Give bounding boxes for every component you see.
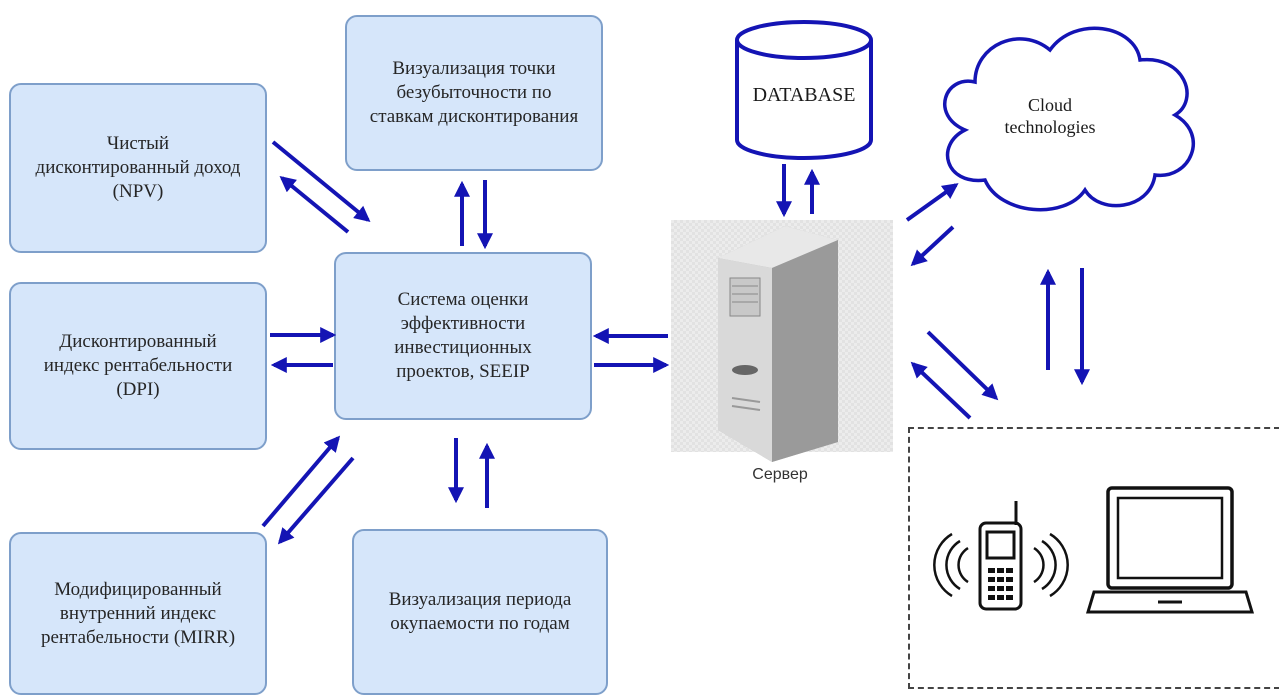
- npv-box: Чистый дисконтированный доход (NPV): [9, 83, 267, 253]
- database-label: DATABASE: [752, 84, 856, 106]
- arrow-npv-to-seeip: [271, 140, 371, 223]
- cloud-label: Cloud technologies: [1004, 95, 1096, 137]
- cloud-icon: [943, 26, 1195, 212]
- dpi-box: Дисконтированный индекс рентабельности (…: [9, 282, 267, 450]
- mirr-box: Модифицированный внутренний индекс рента…: [9, 532, 267, 695]
- mobile-phone-icon: [933, 501, 1069, 611]
- arrow-server-to-clients: [926, 330, 999, 401]
- arrow-cloud-to-server: [910, 225, 955, 267]
- arrow-server-to-cloud: [905, 183, 959, 222]
- server-icon: [718, 226, 838, 462]
- arrow-seeip-to-npv: [279, 175, 350, 234]
- payback-box: Визуализация периода окупаемости по года…: [352, 529, 608, 695]
- laptop-icon: [1085, 486, 1255, 614]
- database-icon: [735, 20, 873, 160]
- arrow-mirr-to-seeip: [261, 435, 341, 528]
- server-label: Сервер: [752, 466, 808, 483]
- breakeven-box: Визуализация точки безубыточности по ста…: [345, 15, 603, 171]
- arrow-seeip-to-mirr: [277, 456, 355, 545]
- connector-arrows: [261, 140, 1090, 545]
- client-devices-zone: [908, 427, 1279, 689]
- arrow-clients-to-server: [910, 361, 972, 420]
- seeip-box: Система оценки эффективности инвестицион…: [334, 252, 592, 420]
